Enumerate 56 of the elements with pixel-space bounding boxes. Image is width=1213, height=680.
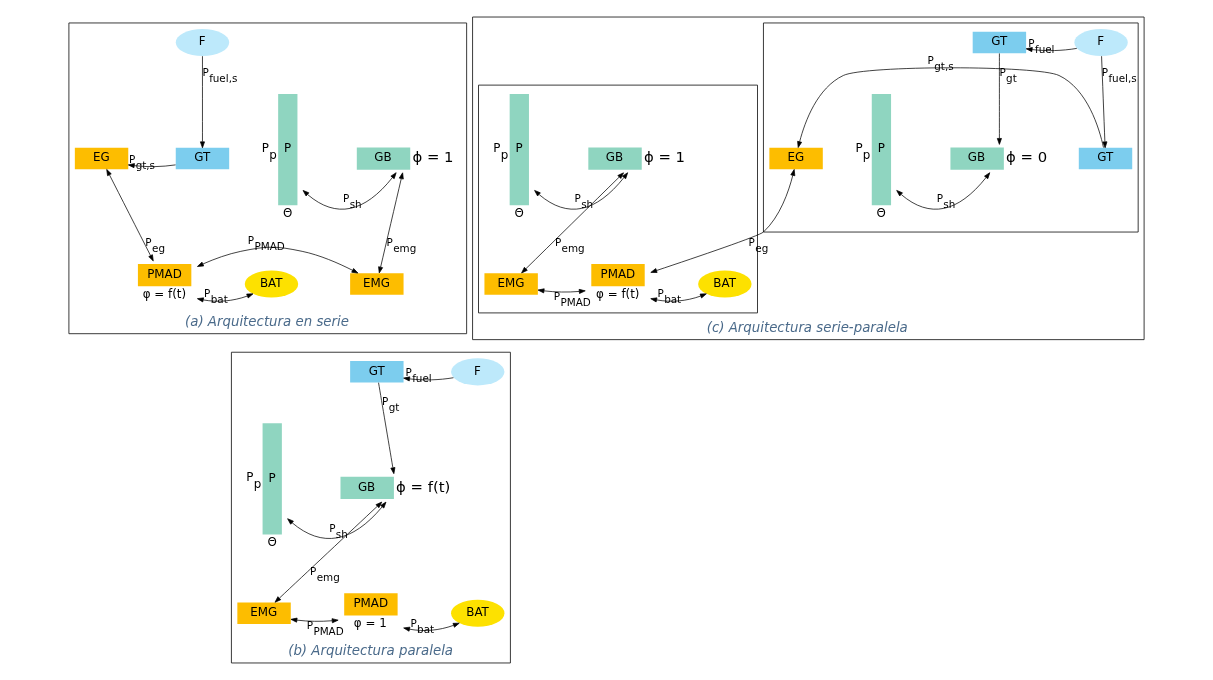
node-ellipse: F (1074, 29, 1128, 57)
arrow (302, 172, 397, 210)
node-label: φ = f(t) (596, 286, 640, 301)
arrow (378, 382, 396, 475)
node-label: φ = f(t) (142, 286, 187, 301)
node-label: φ = 1 (353, 616, 387, 631)
node-label: Θ (876, 206, 886, 221)
node-box: P (278, 94, 298, 206)
node-box: EMG (484, 273, 538, 295)
node-box: GB (356, 147, 411, 170)
arrow (521, 172, 624, 274)
node-label: Θ (514, 206, 524, 221)
node-box: GT (350, 361, 404, 383)
arrow (106, 169, 154, 262)
arrow (1101, 55, 1108, 149)
node-label: ϕ = 0 (1006, 148, 1048, 166)
arrow (287, 501, 387, 539)
node-box: GB (340, 476, 394, 499)
node-box: PMAD (591, 263, 645, 287)
arrow (274, 501, 383, 603)
arrow (200, 55, 205, 149)
arrow (797, 67, 1104, 148)
arrow (378, 172, 404, 274)
arrow (650, 169, 796, 273)
node-label: ϕ = 1 (412, 148, 454, 166)
arrow (534, 172, 629, 210)
arrow (403, 376, 454, 382)
node-label: Θ (282, 206, 293, 221)
arrow (896, 172, 991, 210)
node-box: GB (588, 147, 642, 170)
node-box: PMAD (137, 263, 192, 287)
node-box: EG (74, 147, 129, 170)
node-label: ϕ = 1 (643, 148, 686, 166)
node-box: EMG (237, 602, 291, 624)
node-box: PMAD (344, 593, 398, 616)
cluster (478, 84, 758, 314)
node-box: GT (972, 31, 1027, 54)
node-label: ϕ = f(t) (396, 477, 451, 495)
node-box: P (509, 94, 529, 206)
arrow (650, 293, 707, 303)
node-ellipse: F (451, 358, 505, 386)
arrow (197, 293, 254, 303)
cluster (763, 22, 1139, 233)
node-box: GT (175, 147, 230, 170)
node-box: EG (769, 147, 823, 170)
arrow (537, 288, 586, 294)
node-label: Θ (267, 535, 277, 550)
node-box: P (871, 94, 892, 206)
node-box: EMG (350, 273, 404, 295)
arrow (290, 617, 339, 624)
arrow (197, 246, 359, 274)
node-box: GT (1078, 147, 1133, 170)
node-ellipse: F (175, 29, 230, 57)
node-box: P (262, 423, 282, 535)
arrow (996, 53, 1002, 145)
node-box: GB (950, 147, 1004, 170)
